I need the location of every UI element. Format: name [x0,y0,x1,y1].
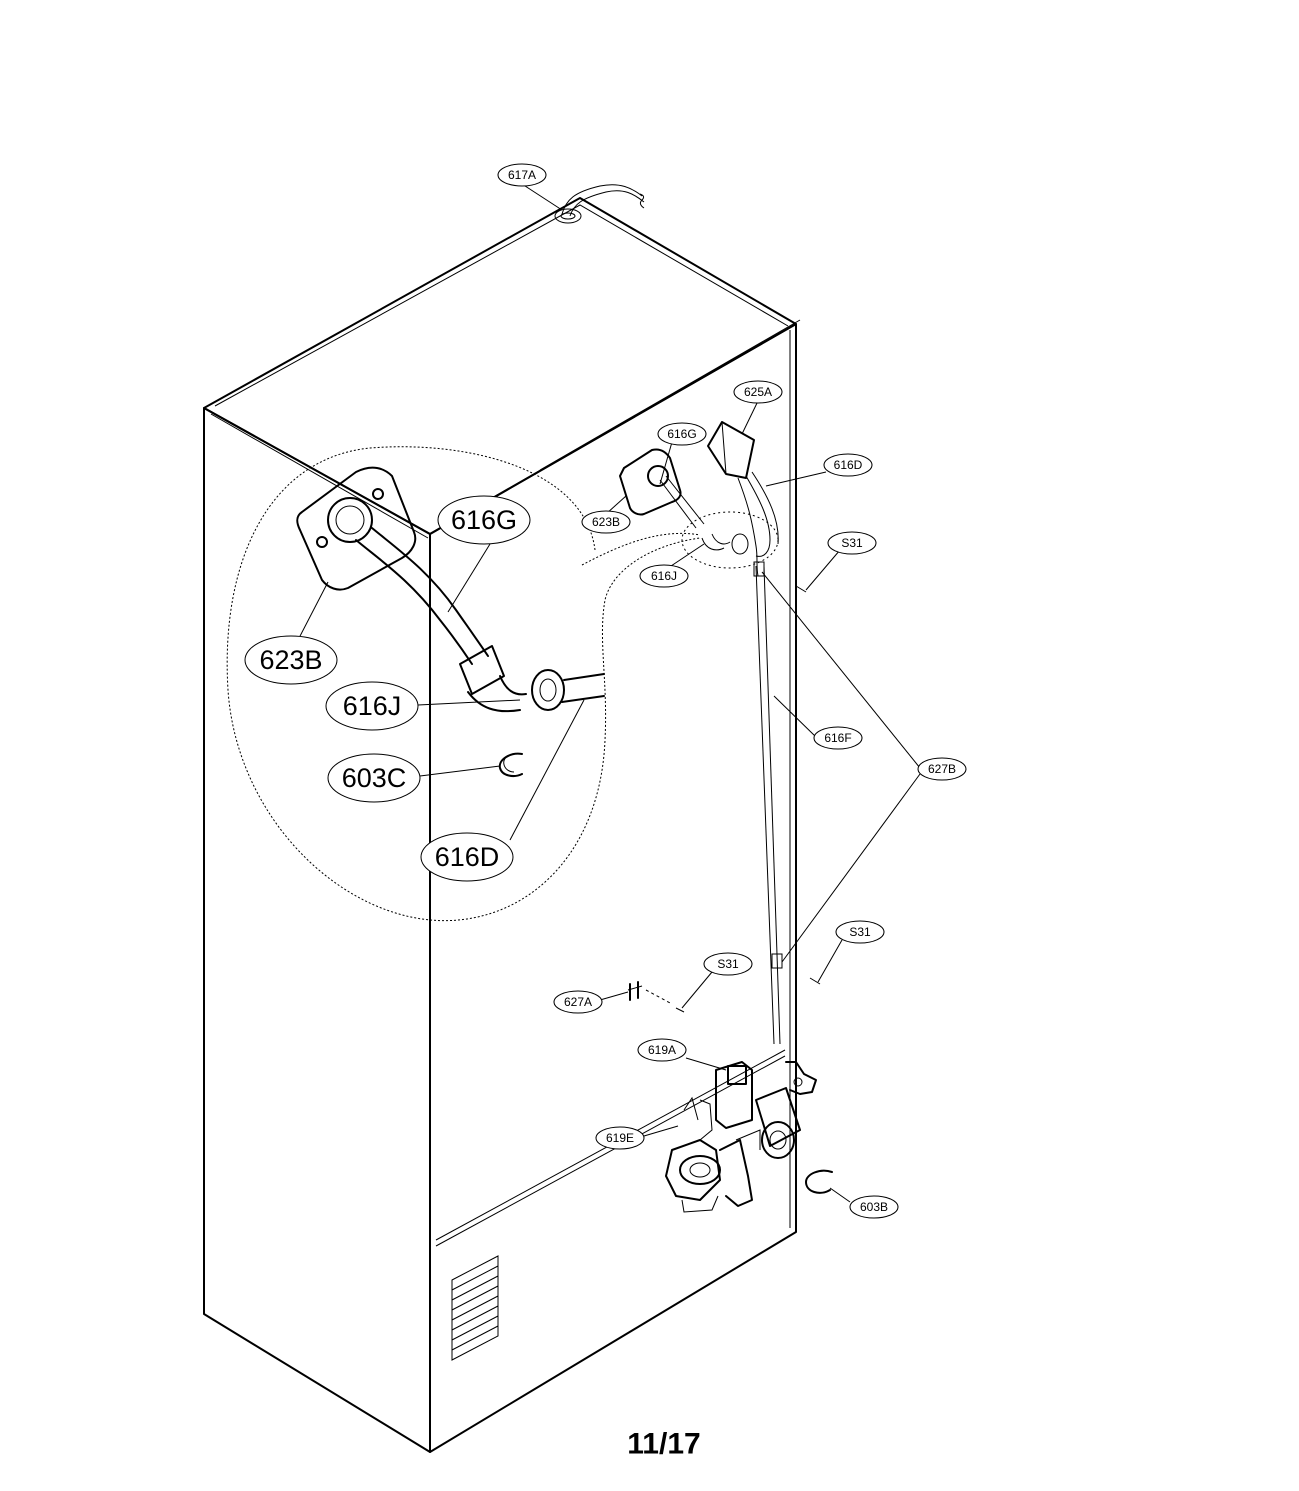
vent-grille [451,1255,499,1361]
detail-callout-616G: 616G [437,495,531,545]
svg-text:619A: 619A [648,1043,676,1057]
refrigerator-cabinet [203,197,801,1453]
svg-text:616D: 616D [834,458,863,472]
svg-text:616G: 616G [667,427,696,441]
callout-616F: 616F [813,726,863,750]
svg-text:625A: 625A [744,385,772,399]
callout-619E: 619E [595,1126,645,1150]
svg-text:S31: S31 [849,925,871,939]
detail-callout-623B: 623B [244,635,338,685]
callout-616J: 616J [639,564,689,588]
svg-text:616G: 616G [451,505,517,535]
detail-callout-603C: 603C [327,753,421,803]
svg-text:616J: 616J [651,569,677,583]
svg-text:619E: 619E [606,1131,634,1145]
svg-text:603B: 603B [860,1200,888,1214]
callout-S31-top: S31 [827,531,877,555]
grommet-and-cord [554,184,645,224]
water-valve-assembly [665,1061,833,1213]
svg-text:627A: 627A [564,995,592,1009]
callout-627B: 627B [917,757,967,781]
detail-water-tube-assembly [296,466,605,777]
callout-625A: 625A [733,380,783,404]
leader-lines [297,183,921,1203]
callout-616G: 616G [657,422,707,446]
callout-617A: 617A [497,163,547,187]
callout-S31-right: S31 [835,920,885,944]
callout-627A: 627A [553,990,603,1014]
svg-text:603C: 603C [342,763,407,793]
svg-text:623B: 623B [259,645,322,675]
callout-603B: 603B [849,1195,899,1219]
detail-callout-616J: 616J [325,681,419,731]
svg-text:S31: S31 [841,536,863,550]
callout-S31-mid: S31 [703,952,753,976]
svg-text:S31: S31 [717,957,739,971]
svg-text:616D: 616D [435,842,500,872]
detail-bubble [226,446,701,922]
svg-text:623B: 623B [592,515,620,529]
callout-616D: 616D [823,453,873,477]
svg-text:616J: 616J [343,691,402,721]
upper-water-tube-assembly [619,421,821,1045]
callout-619A: 619A [637,1038,687,1062]
detail-callout-616D: 616D [420,832,514,882]
svg-text:617A: 617A [508,168,536,182]
callout-623B: 623B [581,510,631,534]
svg-text:627B: 627B [928,762,956,776]
svg-text:616F: 616F [824,731,851,745]
page-number: 11/17 [627,1428,700,1461]
